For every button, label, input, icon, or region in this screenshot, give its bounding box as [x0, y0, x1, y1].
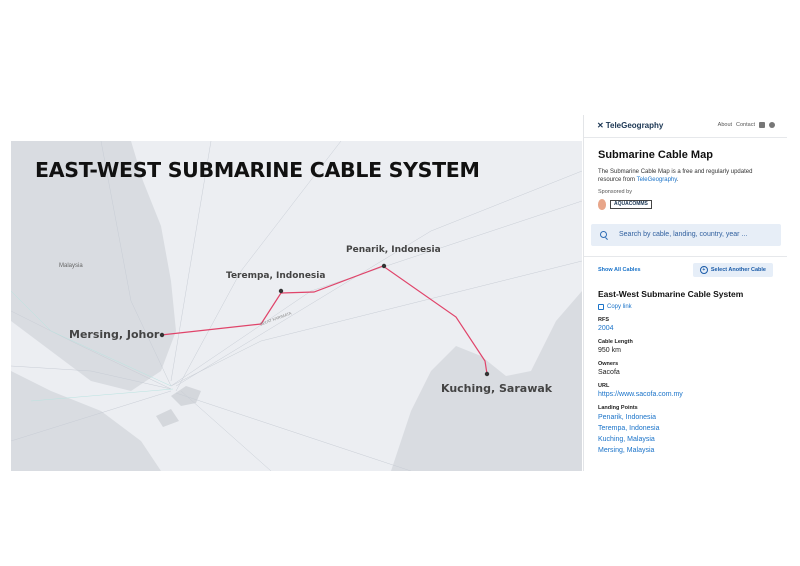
facebook-icon[interactable]: [769, 122, 775, 128]
sponsored-label: Sponsored by: [598, 189, 632, 195]
rfs-label: RFS: [598, 317, 609, 323]
sponsor-logo: AQUACOMMS: [610, 200, 652, 209]
land-islands: [156, 386, 201, 427]
telegeography-icon: ✕: [597, 121, 604, 130]
search-input[interactable]: Search by cable, landing, country, year …: [619, 231, 748, 238]
url-link[interactable]: https://www.sacofa.com.my: [598, 391, 683, 398]
url-label: URL: [598, 383, 610, 389]
landing-dot-terempa: [278, 288, 284, 294]
landing-point-link[interactable]: Terempa, Indonesia: [598, 424, 660, 432]
cable-details: East-West Submarine Cable System Copy li…: [584, 277, 787, 455]
info-panel: ✕TeleGeography About Contact Submarine C…: [583, 115, 787, 471]
map-title: EAST-WEST SUBMARINE CABLE SYSTEM: [35, 158, 480, 182]
landing-points-label: Landing Points: [598, 405, 638, 411]
search-bar[interactable]: Search by cable, landing, country, year …: [591, 224, 781, 246]
landing-point-link[interactable]: Penarik, Indonesia: [598, 413, 656, 421]
land-borneo: [391, 291, 582, 471]
cable-actions: Show All Cables + Select Another Cable: [584, 257, 787, 277]
plus-icon: +: [699, 266, 708, 274]
intro-section: Submarine Cable Map The Submarine Cable …: [584, 138, 787, 210]
landing-dot-penarik: [381, 263, 387, 269]
land-malay-peninsula: [11, 141, 176, 391]
landing-dot-mersing: [159, 332, 165, 338]
contact-link[interactable]: Contact: [736, 122, 755, 128]
search-icon: [600, 231, 607, 238]
brand-logo[interactable]: ✕TeleGeography: [597, 121, 664, 130]
copy-link-icon: [598, 304, 604, 310]
divider: [584, 256, 787, 257]
sponsor-flame-icon: [598, 199, 606, 210]
top-bar: ✕TeleGeography About Contact: [584, 115, 787, 138]
city-label-mersing: Mersing, Johor: [69, 328, 160, 341]
map-canvas: [11, 141, 582, 471]
cable-route: [160, 265, 488, 375]
top-links: About Contact: [718, 122, 775, 128]
region-label-malaysia: Malaysia: [59, 263, 83, 269]
land-sumatra: [11, 371, 161, 471]
length-value: 950 km: [598, 347, 621, 354]
owners-value: Sacofa: [598, 369, 620, 376]
city-label-terempa: Terempa, Indonesia: [226, 271, 326, 281]
select-another-cable-button[interactable]: + Select Another Cable: [692, 263, 773, 277]
length-label: Cable Length: [598, 339, 633, 345]
youtube-icon[interactable]: [759, 122, 765, 128]
copy-link-button[interactable]: Copy link: [598, 304, 773, 310]
rfs-value[interactable]: 2004: [598, 325, 614, 332]
description: The Submarine Cable Map is a free and re…: [598, 169, 753, 183]
about-link[interactable]: About: [717, 122, 733, 128]
cable-name: East-West Submarine Cable System: [598, 289, 744, 299]
sponsor[interactable]: AQUACOMMS: [598, 199, 773, 210]
map-view[interactable]: EAST-WEST SUBMARINE CABLE SYSTEM Malaysi…: [11, 141, 582, 471]
landing-point-link[interactable]: Kuching, Malaysia: [598, 435, 655, 443]
show-all-cables-button[interactable]: Show All Cables: [598, 267, 641, 273]
city-label-penarik: Penarik, Indonesia: [346, 245, 441, 255]
panel-title: Submarine Cable Map: [598, 149, 713, 161]
owners-label: Owners: [598, 361, 619, 367]
landing-point-link[interactable]: Mersing, Malaysia: [598, 446, 655, 454]
telegeography-link[interactable]: TeleGeography: [636, 177, 677, 183]
landing-dot-kuching: [484, 371, 490, 377]
city-label-kuching: Kuching, Sarawak: [441, 382, 553, 395]
